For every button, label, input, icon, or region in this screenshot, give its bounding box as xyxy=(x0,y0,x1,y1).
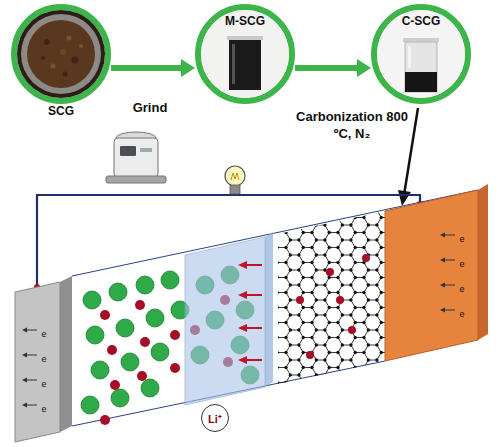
arrow-head xyxy=(181,59,195,77)
arrow-shaft xyxy=(111,65,183,71)
anode xyxy=(385,190,478,361)
electron-label: e xyxy=(41,329,46,339)
cathode-collector xyxy=(15,282,60,442)
sample-label: M-SCG xyxy=(201,14,289,28)
step-label: Carbonization 800 ºC, N₂ xyxy=(296,108,408,142)
step-label: Grind xyxy=(115,99,185,116)
cell-outline xyxy=(72,190,478,426)
electron-label: e xyxy=(41,404,46,414)
anode-side xyxy=(478,184,488,340)
sample-photo-circle: C-SCG xyxy=(371,4,471,104)
sample-photo-circle: SCG xyxy=(11,4,111,104)
electron-label: e xyxy=(41,379,46,389)
sample-label: C-SCG xyxy=(377,14,465,28)
electron-label: e xyxy=(459,284,464,294)
electron-label: e xyxy=(459,234,464,244)
separator-side xyxy=(265,232,273,387)
process-arrow xyxy=(295,59,371,77)
arrow-shaft xyxy=(295,65,359,71)
light-bulb xyxy=(225,166,245,194)
electron-label: e xyxy=(459,309,464,319)
electron-label: e xyxy=(41,354,46,364)
electron-label: e xyxy=(459,259,464,269)
separator xyxy=(185,237,265,405)
ion-label: Li⁺ xyxy=(208,411,222,426)
graphite-layers xyxy=(278,211,385,384)
sample-photo-circle: M-SCG xyxy=(195,4,295,104)
sample-photo xyxy=(17,10,105,98)
arrow-head xyxy=(357,59,371,77)
sample-label: SCG xyxy=(17,104,105,118)
current-collector xyxy=(60,276,72,432)
process-arrow xyxy=(111,59,195,77)
electron-arrows xyxy=(22,233,455,408)
grinder-machine xyxy=(106,132,166,183)
intercalated-particles xyxy=(296,254,370,359)
ion-circle: Li⁺ xyxy=(201,404,229,432)
ion-flow-arrows xyxy=(238,261,262,364)
